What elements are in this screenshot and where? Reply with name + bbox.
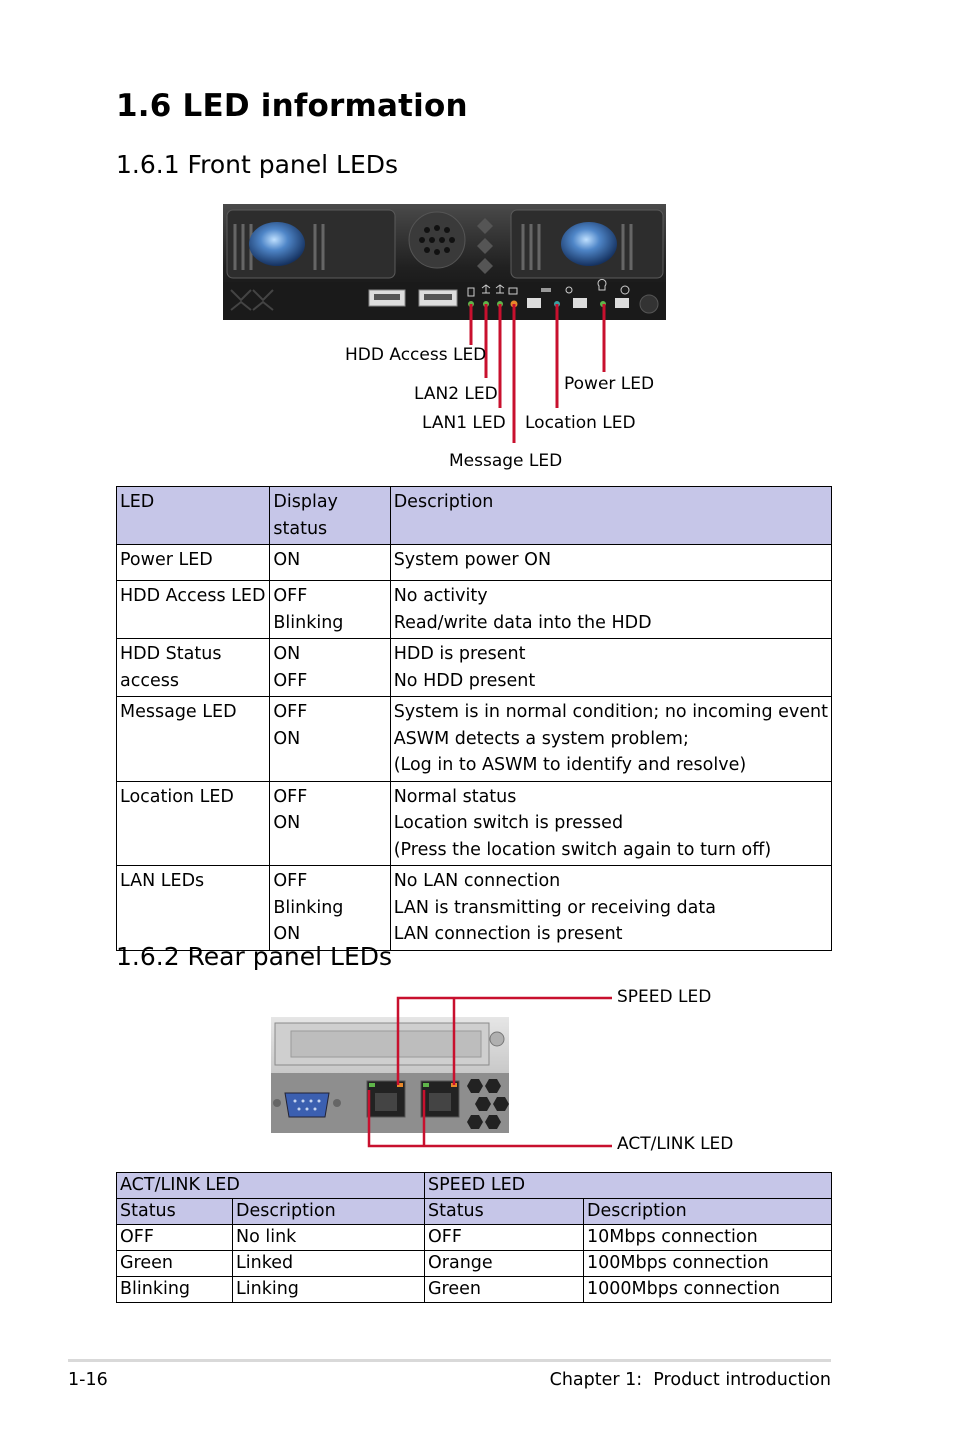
led-name: Power LED [115, 544, 271, 581]
table-row: Power LED ON System power ON [115, 544, 833, 581]
rear-section-title: 1.6.2 Rear panel LEDs [116, 942, 393, 971]
led-name: LAN LEDs [115, 865, 271, 951]
table-row: Blinking Linking Green 1000Mbps connecti… [116, 1276, 832, 1303]
table-sub-header-row: Status Description Status Description [116, 1198, 832, 1225]
header-speed-led: SPEED LED [424, 1172, 832, 1199]
cell: Blinking [116, 1276, 233, 1303]
cell: Green [424, 1276, 584, 1303]
power-led-callout: Power LED [564, 374, 655, 394]
header-description: Description [232, 1198, 425, 1225]
message-led-callout: Message LED [449, 451, 563, 471]
header-description: Description [389, 486, 833, 545]
table-row: OFF No link OFF 10Mbps connection [116, 1224, 832, 1251]
chapter-title: Chapter 1: Product introduction [549, 1370, 831, 1390]
act-link-led-callout: ACT/LINK LED [617, 1134, 734, 1154]
table-row: Green Linked Orange 100Mbps connection [116, 1250, 832, 1277]
header-status: Status [116, 1198, 233, 1225]
page-number: 1-16 [68, 1370, 108, 1390]
header-led: LED [115, 486, 271, 545]
page-title: 1.6 LED information [116, 88, 468, 124]
cell: Green [116, 1250, 233, 1277]
footer-divider [68, 1359, 831, 1362]
led-name: Message LED [115, 696, 271, 782]
led-status: ON [269, 544, 391, 581]
header-description: Description [583, 1198, 832, 1225]
front-section-title: 1.6.1 Front panel LEDs [116, 150, 399, 179]
cell: 100Mbps connection [583, 1250, 832, 1277]
right-drive-knob-icon [561, 222, 617, 266]
cell: Orange [424, 1250, 584, 1277]
led-name: Location LED [115, 780, 271, 866]
cell: 1000Mbps connection [583, 1276, 832, 1303]
table-header-row: LED Display status Description [115, 486, 833, 545]
lan1-led-callout: LAN1 LED [422, 413, 506, 433]
left-drive-knob-icon [249, 222, 305, 266]
header-status: Status [424, 1198, 584, 1225]
led-name: HDD Status access [115, 638, 271, 697]
front-callout-lines [469, 304, 606, 443]
cell: Linking [232, 1276, 425, 1303]
cell: Linked [232, 1250, 425, 1277]
led-description: System power ON [389, 544, 833, 581]
front-panel-image [223, 204, 666, 320]
table-group-header-row: ACT/LINK LED SPEED LED [116, 1172, 832, 1199]
cell: No link [232, 1224, 425, 1251]
front-led-table: LED Display status Description Power LED… [115, 486, 833, 951]
rear-callout-lines [367, 996, 612, 1148]
rear-led-table: ACT/LINK LED SPEED LED Status Descriptio… [116, 1172, 832, 1303]
cell: OFF [116, 1224, 233, 1251]
led-description: System is in normal condition; no incomi… [389, 696, 833, 782]
cell: OFF [424, 1224, 584, 1251]
cell: 10Mbps connection [583, 1224, 832, 1251]
speed-led-callout: SPEED LED [617, 987, 712, 1007]
led-name: HDD Access LED [115, 580, 271, 639]
location-led-callout: Location LED [525, 413, 636, 433]
vga-port-icon [284, 1092, 330, 1118]
hdd-access-led-callout: HDD Access LED [345, 345, 487, 365]
lan2-led-callout: LAN2 LED [414, 384, 498, 404]
header-act-link-led: ACT/LINK LED [116, 1172, 425, 1199]
header-display-status: Display status [269, 486, 391, 545]
